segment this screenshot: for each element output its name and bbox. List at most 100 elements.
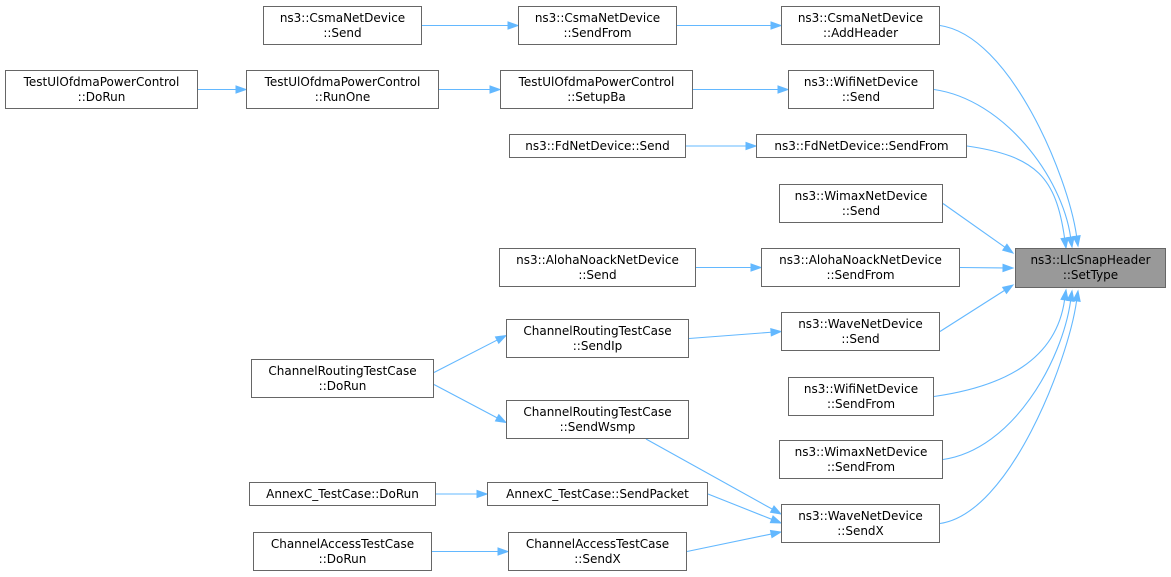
node-label-line: ::SendFrom [563,25,632,40]
node-label-line: ::DoRun [77,89,126,104]
node-csma-sendfrom[interactable]: ns3::CsmaNetDevice::SendFrom [518,6,677,45]
edge-arrowhead [750,263,763,272]
node-annex-sendpacket[interactable]: AnnexC_TestCase::SendPacket [487,482,708,506]
node-tul-runone[interactable]: TestUlOfdmaPowerControl::RunOne [246,70,439,109]
node-label-line: ::SendFrom [826,267,895,282]
node-wimax-send[interactable]: ns3::WimaxNetDevice::Send [779,184,943,223]
node-csma-send[interactable]: ns3::CsmaNetDevice::Send [263,6,422,45]
node-label-line: ns3::CsmaNetDevice [279,10,406,25]
node-label-line: ::SendFrom [826,396,896,411]
node-label-line: ChannelAccessTestCase [525,536,670,551]
node-label-line: ::SendWsmp [559,419,636,434]
node-wifi-send[interactable]: ns3::WifiNetDevice::Send [788,70,934,109]
edge-arrowhead [494,413,508,424]
edge-crt-dorun-to-crt-sendip [433,339,498,373]
edge-arrowhead [769,529,783,539]
node-label-line: ::SetType [1062,268,1119,282]
node-crt-sendwsmp[interactable]: ChannelRoutingTestCase::SendWsmp [506,400,689,439]
node-label-line: ns3::WifiNetDevice [803,74,919,89]
node-label-line: ::SendFrom [826,459,896,474]
node-label-line: ns3::AlohaNoackNetDevice [779,252,942,267]
edge-arrowhead [235,85,248,94]
node-label-line: ::Send [578,267,617,282]
edge-annex-sendpacket-to-wave-sendx [707,493,772,520]
edge-arrowhead [777,85,790,94]
node-llc: ns3::LlcSnapHeader::SetType [1015,248,1166,288]
node-label-line: ::Send [323,25,362,40]
edge-arrowhead [1060,288,1069,302]
node-fd-sendfrom[interactable]: ns3::FdNetDevice::SendFrom [756,134,967,158]
node-label-line: ns3::WaveNetDevice [798,316,923,331]
node-label-line: ns3::WifiNetDevice [803,381,919,396]
edge-csma-addheader-to-llc [939,24,1078,237]
node-label-line: AnnexC_TestCase::SendPacket [506,486,689,501]
edge-crt-sendwsmp-to-wave-sendx [645,438,773,510]
edge-fd-sendfrom-to-llc [966,145,1066,239]
edge-arrowhead [1001,243,1015,254]
node-label-line: TestUlOfdmaPowerControl [264,74,421,89]
node-label-line: ns3::AlohaNoackNetDevice [516,252,679,267]
node-label-line: ::SendIp [572,338,623,353]
edge-arrowhead [1002,263,1015,273]
edge-arrowhead [1072,234,1081,248]
node-label-line: ChannelRoutingTestCase [523,404,672,419]
edge-arrowhead [769,505,783,515]
edge-arrowhead [1001,284,1015,295]
node-label-line: ::RunOne [314,89,371,104]
node-cat-sendx[interactable]: ChannelAccessTestCase::SendX [508,532,687,571]
edge-arrowhead [489,85,502,94]
edge-crt-sendip-to-wave-send [688,331,772,340]
node-label-line: ChannelAccessTestCase [270,536,415,551]
node-aloha-send[interactable]: ns3::AlohaNoackNetDevice::Send [499,248,696,287]
node-label-line: ::AddHeader [822,25,898,40]
node-label-line: ::SetupBa [567,89,626,104]
node-label-line: ::DoRun [318,551,367,566]
node-crt-sendip[interactable]: ChannelRoutingTestCase::SendIp [506,319,689,358]
edge-arrowhead [476,489,489,499]
edge-arrowhead [494,334,508,345]
node-label-line: ns3::FdNetDevice::SendFrom [774,138,949,153]
node-label-line: ns3::FdNetDevice::Send [525,138,670,153]
edge-arrowhead [507,21,520,30]
node-label-line: ::Send [841,89,881,104]
edge-arrowhead [1060,236,1069,250]
edge-arrowhead [745,141,758,151]
node-label-line: ns3::WaveNetDevice [798,508,923,523]
node-fd-send[interactable]: ns3::FdNetDevice::Send [509,134,686,158]
node-label-line: AnnexC_TestCase::DoRun [266,486,419,501]
node-label-line: ChannelRoutingTestCase [268,363,417,378]
node-tul-setupba[interactable]: TestUlOfdmaPowerControl::SetupBa [500,70,693,109]
edge-wimax-sendfrom-to-llc [942,300,1072,461]
edge-cat-sendx-to-wave-sendx [686,533,772,553]
node-label-line: ::SendX [574,551,621,566]
edge-wave-sendx-to-llc [939,300,1078,525]
node-wave-send[interactable]: ns3::WaveNetDevice::Send [781,312,940,351]
node-wimax-sendfrom[interactable]: ns3::WimaxNetDevice::SendFrom [779,440,943,479]
edge-arrowhead [770,327,783,337]
node-cat-dorun[interactable]: ChannelAccessTestCase::DoRun [253,532,432,571]
edge-wimax-send-to-llc [942,203,1006,248]
node-label-line: ns3::WimaxNetDevice [794,188,928,203]
node-crt-dorun[interactable]: ChannelRoutingTestCase::DoRun [251,359,434,398]
node-label-line: ::DoRun [318,378,367,393]
node-aloha-sendfrom[interactable]: ns3::AlohaNoackNetDevice::SendFrom [761,248,960,287]
edge-arrowhead [770,21,783,30]
node-csma-addheader[interactable]: ns3::CsmaNetDevice::AddHeader [781,6,940,45]
node-annex-dorun[interactable]: AnnexC_TestCase::DoRun [249,482,436,506]
node-label-line: ChannelRoutingTestCase [523,323,672,338]
node-tul-dorun[interactable]: TestUlOfdmaPowerControl::DoRun [5,70,198,109]
edge-arrowhead [769,515,783,524]
edge-arrowhead [497,547,510,556]
node-label-line: ::Send [841,331,880,346]
node-label-line: ::SendX [837,523,884,538]
edge-arrowhead [1072,289,1081,303]
node-wave-sendx[interactable]: ns3::WaveNetDevice::SendX [781,504,940,543]
node-label-line: TestUlOfdmaPowerControl [518,74,675,89]
edge-wifi-send-to-llc [933,88,1072,238]
node-label-line: ns3::CsmaNetDevice [797,10,924,25]
node-wifi-sendfrom[interactable]: ns3::WifiNetDevice::SendFrom [788,377,934,416]
node-label-line: ns3::CsmaNetDevice [534,10,661,25]
edge-crt-dorun-to-crt-sendwsmp [433,384,498,419]
